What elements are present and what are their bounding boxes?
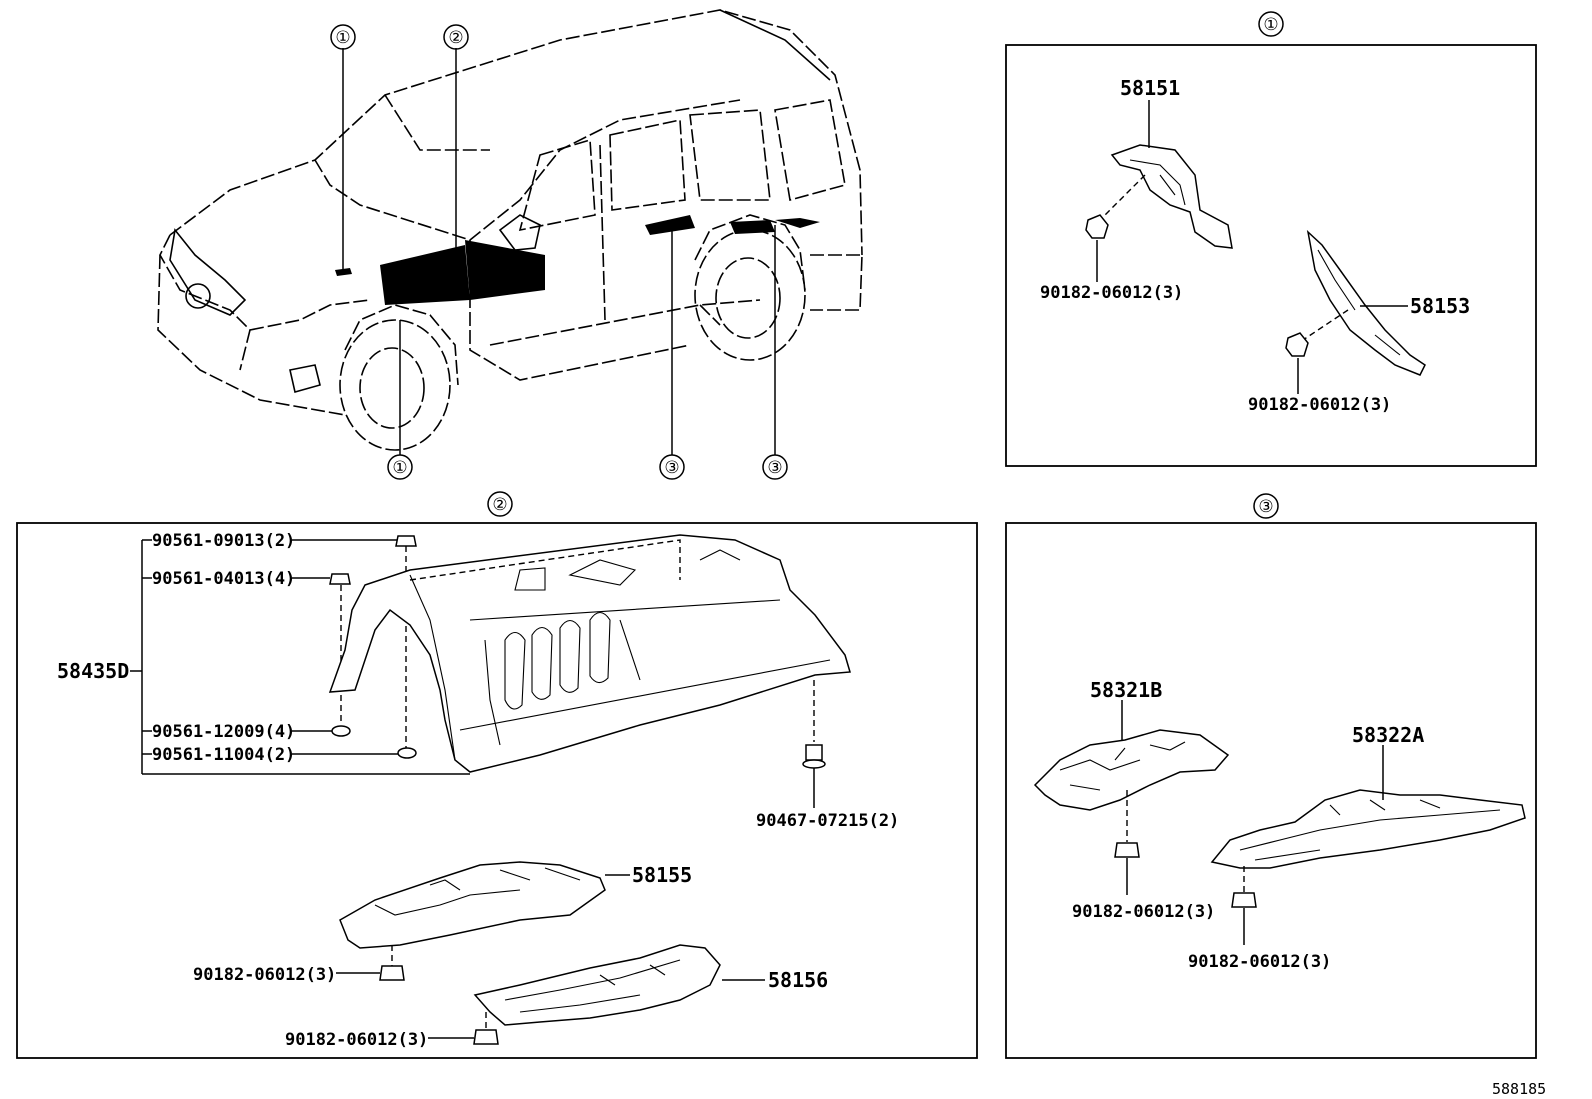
clip-label: 90467-07215(2) (756, 811, 899, 831)
panel-1: ① 58151 90182-06012(3) 58153 90182-06012… (1005, 11, 1537, 467)
bolt-label-a-panel-2: 90182-06012(3) (193, 965, 336, 985)
panel-1-marker: ① (1263, 15, 1278, 35)
plug-label-c: 90561-12009(4) (152, 722, 295, 742)
panel-3-marker: ③ (1258, 497, 1273, 517)
bolt-label-a-panel-3: 90182-06012(3) (1072, 902, 1215, 922)
panel-2-marker: ② (492, 495, 507, 515)
callout-2-top: ② (448, 28, 463, 48)
plug-label-b: 90561-04013(4) (152, 569, 295, 589)
callout-3-left: ③ (664, 458, 679, 478)
bolt-label-a-panel-1: 90182-06012(3) (1040, 283, 1183, 303)
vehicle-overview: ① ② ① ③ ③ (157, 9, 863, 480)
panel-3: ③ 58321B 90182-06012(3) 58322A 90182-060… (1005, 493, 1537, 1059)
callout-3-right: ③ (767, 458, 782, 478)
label-58153: 58153 (1410, 294, 1470, 318)
bolt-label-b-panel-1: 90182-06012(3) (1248, 395, 1391, 415)
plug-label-d: 90561-11004(2) (152, 745, 295, 765)
bolt-label-b-panel-2: 90182-06012(3) (285, 1030, 428, 1050)
label-58435D: 58435D (57, 659, 129, 683)
label-58322A: 58322A (1352, 723, 1424, 747)
bolt-label-b-panel-3: 90182-06012(3) (1188, 952, 1331, 972)
illustration-number: 588185 (1492, 1080, 1546, 1098)
label-58156: 58156 (768, 968, 828, 992)
plug-label-a: 90561-09013(2) (152, 531, 295, 551)
panel-2: ② 58435D 90561-09013(2) 90561-04013(4) 9… (16, 491, 978, 1059)
label-58155: 58155 (632, 863, 692, 887)
callout-1-bottom: ① (392, 458, 407, 478)
label-58151: 58151 (1120, 76, 1180, 100)
callout-1-top: ① (335, 28, 350, 48)
label-58321B: 58321B (1090, 678, 1162, 702)
